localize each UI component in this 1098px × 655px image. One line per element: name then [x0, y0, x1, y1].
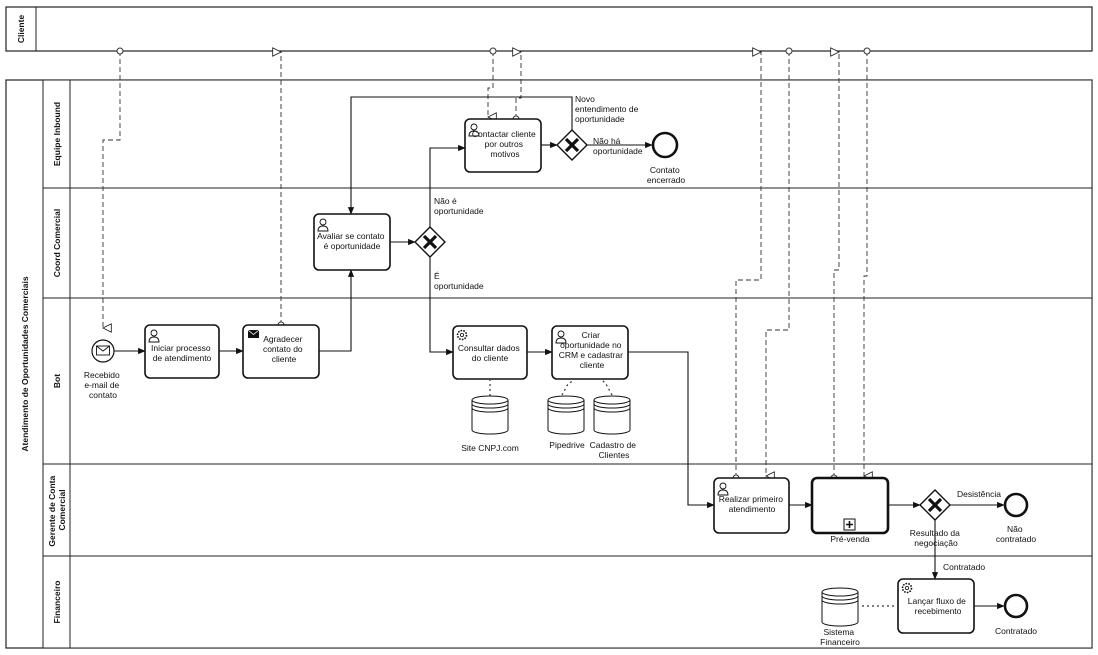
user-icon [148, 329, 160, 343]
lane-inbound-label: Equipe Inbound [52, 102, 62, 166]
task-realizar[interactable]: Realizar primeiro atendimento [713, 477, 790, 534]
user-icon [317, 218, 329, 232]
task-lancar[interactable]: Lançar fluxo de recebimento [897, 578, 975, 634]
pool-atendimento: Atendimento de Oportunidades Comerciais … [5, 79, 1093, 649]
datastore-pipedrive-label: Pipedrive [549, 440, 585, 450]
subprocess-prevenda-label: Pré-venda [830, 534, 869, 544]
lane-coord [42, 187, 1093, 299]
gateway-avaliar[interactable] [414, 226, 446, 258]
pool-cliente: Cliente [5, 6, 1093, 52]
gateway-resultado[interactable] [919, 489, 951, 521]
gear-icon [456, 329, 468, 341]
user-icon [555, 330, 567, 344]
expand-plus-icon [843, 518, 856, 531]
subprocess-prevenda[interactable] [810, 476, 890, 535]
pool-cliente-label: Cliente [16, 15, 26, 44]
datastore-cnpj-label: Site CNPJ.com [461, 443, 519, 453]
datastore-cnpj[interactable] [471, 395, 509, 435]
gateway-contactar[interactable] [556, 129, 588, 161]
svg-text:Consultar dados do clien: Consultar dados do cliente [458, 343, 522, 363]
svg-text:Criar oportunidade no: Criar oportunidade no CRM e cadastrar cl… [559, 330, 626, 370]
flow-labels: Novo entendimento de oportunidade Não há… [434, 94, 1001, 572]
svg-text:Contactar cliente por ou: Contactar cliente por outros motivos [472, 129, 538, 159]
datastore-cadastro[interactable] [593, 395, 631, 435]
flow-label-nao-ha: Não há oportunidade [593, 136, 643, 156]
gateway-resultado-label: Resultado da negociação [910, 528, 962, 548]
datastore-financeiro-label: Sistema Financeiro [820, 627, 860, 647]
start-event-label: Recebido e-mail de contato [84, 370, 122, 400]
datastore-pipedrive[interactable] [547, 395, 585, 435]
svg-text:Agradecer contato do: Agradecer contato do cliente [263, 334, 305, 364]
user-icon [717, 482, 729, 496]
lane-gerente-label: Gerente de Conta Comercial [47, 473, 67, 546]
flow-label-novo: Novo entendimento de oportunidade [575, 94, 641, 124]
user-icon [468, 123, 480, 137]
end-event-contratado[interactable] [1003, 593, 1029, 619]
lane-bot-label: Bot [52, 374, 62, 388]
task-agradecer[interactable]: Agradecer contato do cliente [242, 324, 320, 379]
pool-atendimento-label: Atendimento de Oportunidades Comerciais [20, 276, 30, 451]
gear-icon [901, 582, 913, 594]
task-iniciar[interactable]: Iniciar processo de atendimento [144, 324, 220, 379]
envelope-icon [96, 345, 110, 356]
lane-gerente [42, 463, 1093, 557]
lane-coord-label: Coord Comercial [52, 209, 62, 278]
svg-text:Realizar primeiro atendi: Realizar primeiro atendimento [719, 494, 786, 514]
flow-label-e-op: É oportunidade [434, 271, 484, 291]
end-event-encerrado-label: Contato encerrado [647, 165, 686, 185]
svg-text:Lançar fluxo de recebime: Lançar fluxo de recebimento [908, 596, 969, 616]
flow-label-contratado: Contratado [943, 562, 985, 572]
task-avaliar[interactable]: Avaliar se contato é oportunidade [313, 213, 391, 271]
task-criar[interactable]: Criar oportunidade no CRM e cadastrar cl… [551, 325, 629, 380]
svg-text:Iniciar processo de aten: Iniciar processo de atendimento [151, 343, 213, 363]
end-event-nao-contratado-label: Não contratado [996, 524, 1036, 544]
datastore-financeiro[interactable] [821, 587, 859, 627]
task-contactar[interactable]: Contactar cliente por outros motivos [464, 118, 542, 173]
start-event[interactable] [91, 339, 115, 363]
x-icon [564, 137, 580, 153]
lane-financeiro-label: Financeiro [52, 581, 62, 624]
end-event-nao-contratado[interactable] [1003, 492, 1029, 518]
flow-label-nao-e: Não é oportunidade [434, 196, 484, 216]
flow-label-desistencia: Desistência [957, 489, 1001, 499]
data-associations [489, 379, 895, 607]
send-envelope-icon [247, 329, 260, 338]
task-consultar[interactable]: Consultar dados do cliente [452, 325, 528, 380]
end-event-encerrado[interactable] [651, 131, 679, 159]
end-event-contratado-label: Contratado [995, 626, 1037, 636]
datastore-cadastro-label: Cadastro de Clientes [590, 440, 639, 460]
x-icon [927, 497, 943, 513]
sequence-flows [114, 96, 1005, 610]
svg-text:Avaliar se contato é opo: Avaliar se contato é oportunidade [317, 231, 387, 251]
x-icon [422, 234, 438, 250]
